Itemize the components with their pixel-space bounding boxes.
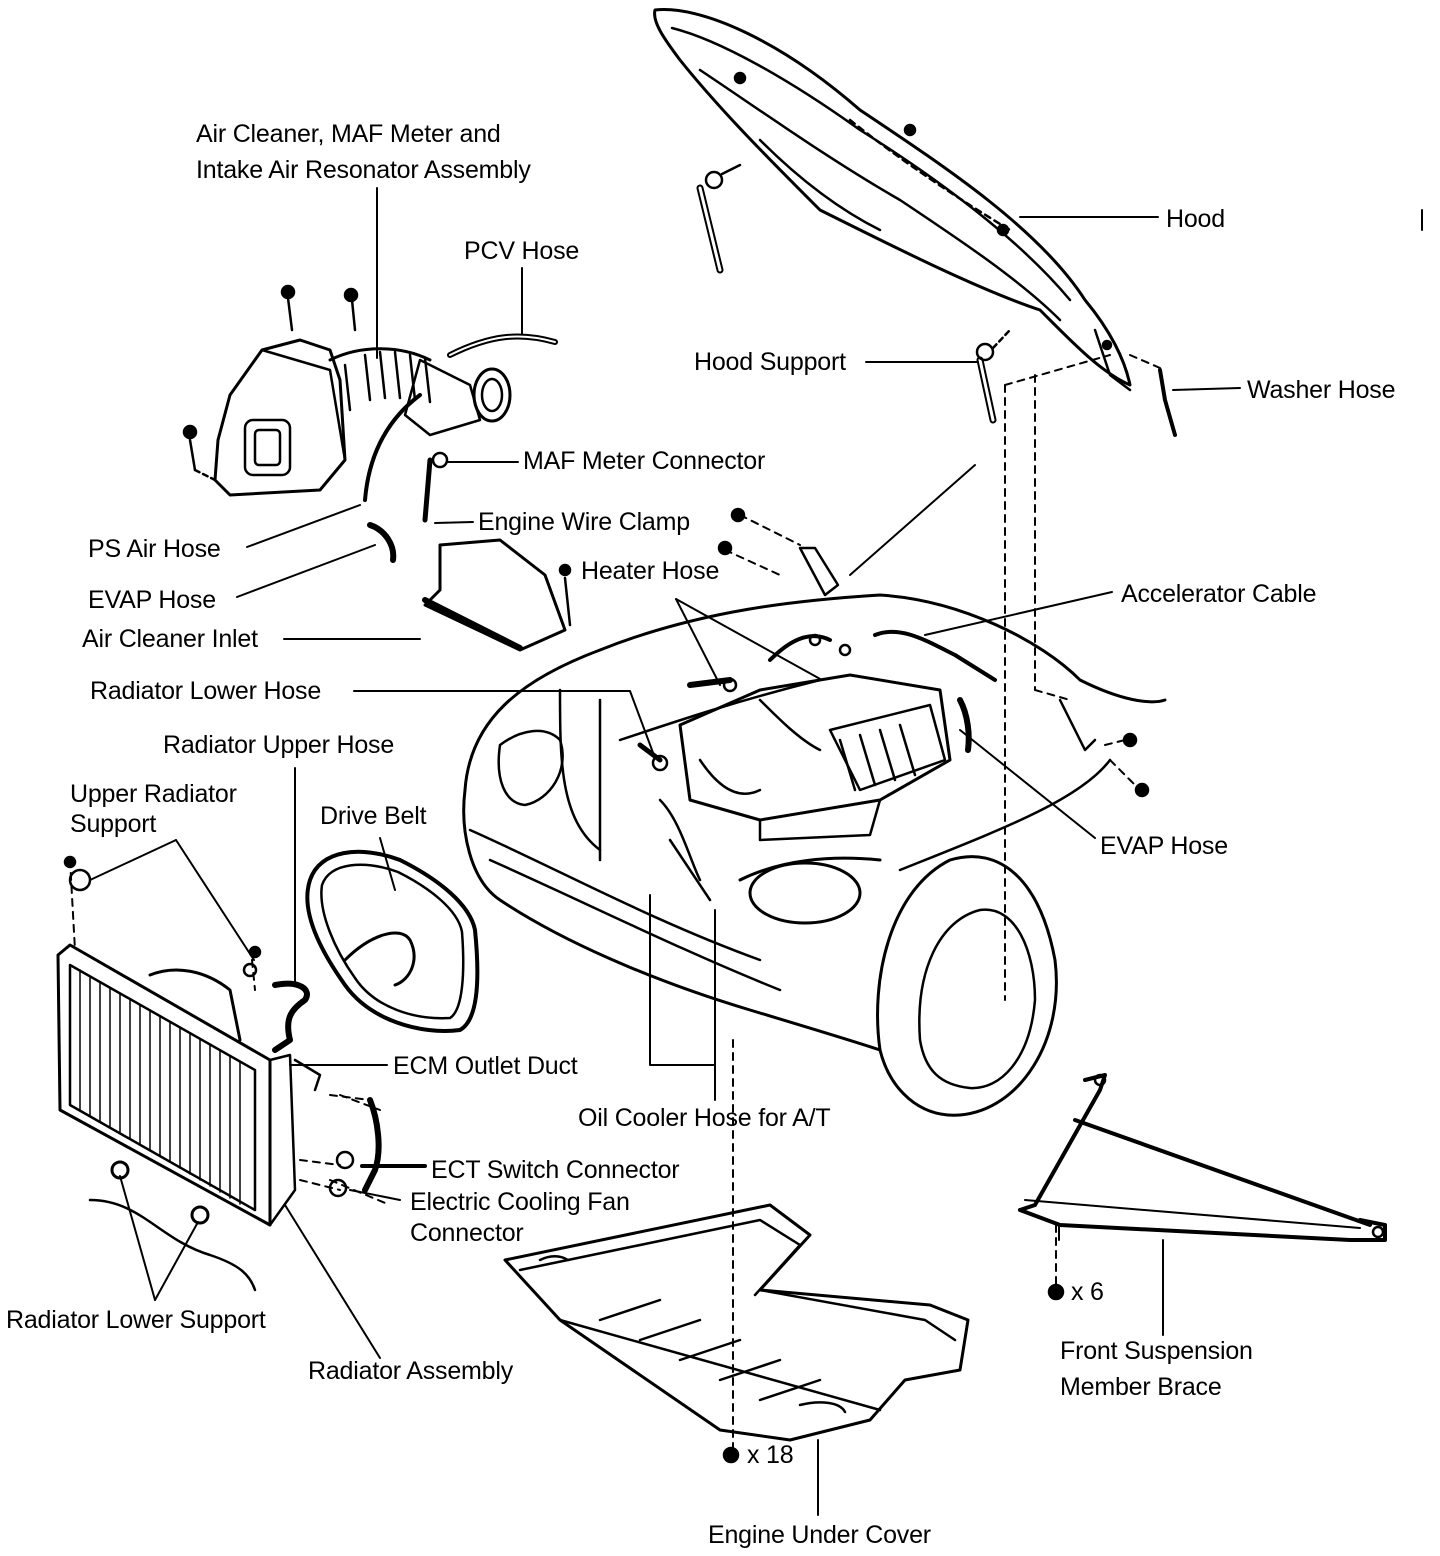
car-body-part (462, 593, 1167, 1117)
label-radiator-upper-hose: Radiator Upper Hose (163, 731, 395, 759)
label-maf-meter-connector: MAF Meter Connector (523, 447, 766, 475)
accelerator-cable-part (873, 629, 997, 682)
engine-under-cover-part (503, 1203, 970, 1442)
label-evap-hose-right: EVAP Hose (1100, 832, 1228, 860)
bolt-icon (722, 1446, 740, 1464)
label-hood-support: Hood Support (694, 348, 846, 376)
label-radiator-lower-hose: Radiator Lower Hose (90, 677, 322, 705)
bolt-icon (1047, 1283, 1065, 1301)
label-oil-cooler-hose: Oil Cooler Hose for A/T (578, 1104, 831, 1132)
drive-belt-part (305, 849, 480, 1033)
label-air-cleaner-line1: Air Cleaner, MAF Meter and (196, 120, 501, 148)
label-radiator-lower-support: Radiator Lower Support (6, 1306, 266, 1334)
label-accelerator-cable: Accelerator Cable (1121, 580, 1317, 608)
bolts (717, 507, 1150, 798)
label-upper-radiator-support-line1: Upper Radiator (70, 780, 237, 808)
label-upper-radiator-support-line2: Support (70, 810, 157, 838)
label-air-cleaner-inlet: Air Cleaner Inlet (82, 625, 258, 653)
label-hood: Hood (1166, 205, 1225, 233)
label-evap-hose-left: EVAP Hose (88, 586, 216, 614)
label-pcv-hose: PCV Hose (464, 237, 580, 265)
label-front-suspension-line2: Member Brace (1060, 1373, 1222, 1401)
label-ecm-outlet-duct: ECM Outlet Duct (393, 1052, 578, 1080)
evap-hose-left-part (367, 522, 397, 563)
air-cleaner-part (182, 284, 558, 523)
label-air-cleaner-line2: Intake Air Resonator Assembly (196, 156, 531, 184)
engine-part (637, 634, 952, 902)
radiator-part (56, 855, 322, 1292)
ecm-outlet-duct-part (362, 1097, 382, 1193)
washer-hose-part (1158, 368, 1177, 437)
guide-lines (69, 354, 1161, 1451)
label-electric-cooling-fan-line1: Electric Cooling Fan (410, 1188, 630, 1216)
label-heater-hose: Heater Hose (581, 557, 720, 585)
hood-part (653, 8, 1132, 392)
label-electric-cooling-fan-line2: Connector (410, 1219, 524, 1247)
air-cleaner-inlet-part (423, 538, 567, 652)
label-ps-air-hose: PS Air Hose (88, 535, 221, 563)
label-front-suspension-line1: Front Suspension (1060, 1337, 1253, 1365)
label-radiator-assembly: Radiator Assembly (308, 1357, 514, 1385)
front-suspension-brace-part (1018, 1073, 1387, 1242)
label-bolt-count-cover: x 18 (747, 1441, 794, 1469)
label-engine-under-cover: Engine Under Cover (708, 1521, 931, 1549)
bolt-count-symbols (722, 1283, 1065, 1464)
label-washer-hose: Washer Hose (1247, 376, 1396, 404)
label-engine-wire-clamp: Engine Wire Clamp (478, 508, 690, 536)
label-drive-belt: Drive Belt (320, 802, 427, 830)
leader-lines (89, 187, 1241, 1516)
hood-support-part (696, 163, 1012, 424)
label-ect-switch-connector: ECT Switch Connector (431, 1156, 680, 1184)
label-bolt-count-brace: x 6 (1071, 1278, 1104, 1306)
